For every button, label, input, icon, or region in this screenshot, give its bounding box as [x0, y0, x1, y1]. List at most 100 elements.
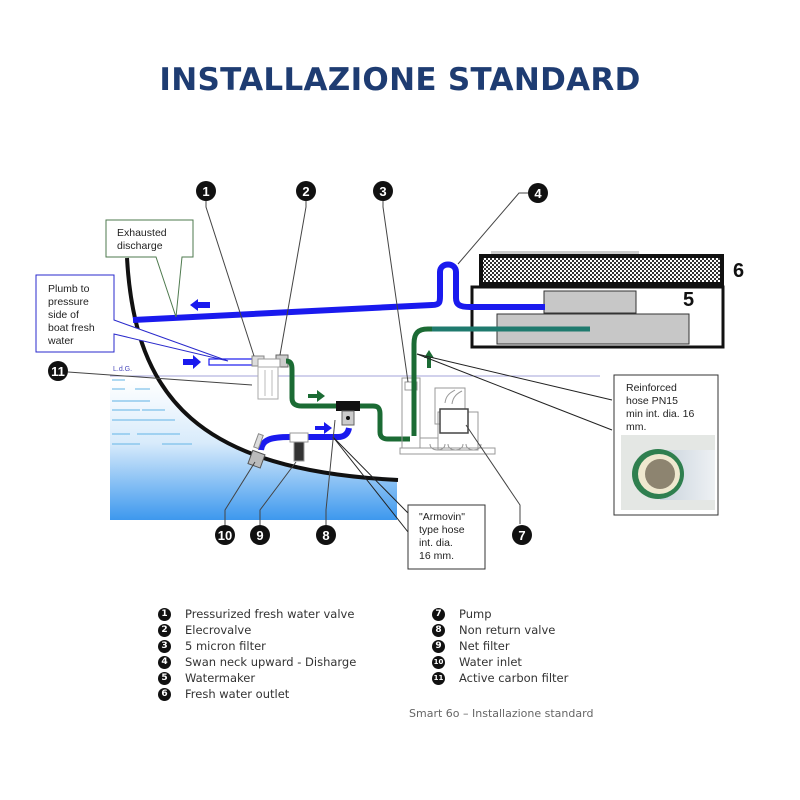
badge-10: 10 [215, 525, 235, 545]
legend-number: 3 [158, 639, 171, 653]
badge-3: 3 [373, 181, 393, 201]
callout-armovin: "Armovin" type hose int. dia. 16 mm. [332, 436, 486, 570]
legend-number: 10 [432, 655, 445, 669]
legend-left: 1 Pressurized fresh water valve 2 Elecrova… [158, 606, 356, 702]
svg-text:int. dia.: int. dia. [419, 537, 453, 549]
legend-label: Pump [459, 607, 492, 621]
svg-text:side of: side of [48, 309, 79, 321]
legend-item: 6 Fresh water outlet [158, 686, 356, 702]
svg-text:water: water [47, 335, 74, 347]
water-ripples [112, 379, 192, 445]
legend-number: 8 [432, 623, 445, 637]
installation-diagram: L.d.G. 5 6 [35, 181, 744, 570]
callout-reinforced-hose: Reinforced hose PN15 min int. dia. 16 mm… [416, 353, 719, 516]
hull-interior [128, 258, 398, 478]
legend-item: 1 Pressurized fresh water valve [158, 606, 356, 622]
leader-lines [67, 192, 528, 525]
legend-item: 5 Watermaker [158, 670, 356, 686]
svg-text:2: 2 [302, 184, 309, 199]
freshwater-line [285, 358, 410, 442]
legend-number: 6 [158, 687, 171, 701]
svg-text:1: 1 [202, 184, 209, 199]
svg-text:discharge: discharge [117, 240, 163, 252]
legend-number: 5 [158, 671, 171, 685]
page-title: INSTALLAZIONE STANDARD [159, 62, 641, 98]
image-caption: Smart 6o – Installazione standard [409, 707, 594, 720]
membrane-upper [543, 290, 637, 314]
legend-item: 8 Non return valve [432, 622, 568, 638]
fresh-water-outlet [479, 254, 724, 286]
feed-line [411, 326, 590, 436]
discharge-arrow-icon [190, 299, 210, 311]
svg-text:16 mm.: 16 mm. [419, 550, 454, 562]
badge-11: 11 [48, 361, 68, 381]
legend-item: 3 5 micron filter [158, 638, 356, 654]
legend-number: 7 [432, 607, 445, 621]
non-return-valve-tee [336, 401, 360, 411]
legend-label: 5 micron filter [185, 639, 266, 653]
svg-text:11: 11 [51, 364, 65, 379]
legend-number: 1 [158, 607, 171, 621]
svg-text:Exhausted: Exhausted [117, 227, 167, 239]
legend-label: Fresh water outlet [185, 687, 290, 701]
svg-text:Plumb to: Plumb to [48, 283, 90, 295]
seawater-inlet-pipe [258, 427, 352, 451]
fresh-water-inlet [208, 358, 258, 366]
svg-text:mm.: mm. [626, 421, 646, 433]
svg-text:pressure: pressure [48, 296, 89, 308]
net-filter-head [289, 432, 309, 443]
legend-number: 11 [432, 671, 445, 685]
discharge-pipe [132, 261, 545, 323]
svg-text:7: 7 [518, 528, 525, 543]
carbon-filter-body [257, 366, 279, 400]
svg-text:4: 4 [534, 186, 542, 201]
fresh-water-outlet-number: 6 [733, 260, 744, 282]
legend-label: Elecrovalve [185, 623, 252, 637]
badge-4: 4 [528, 183, 548, 203]
watermaker-number: 5 [683, 289, 694, 311]
seawater-arrow-icon [315, 422, 332, 434]
legend-label: Non return valve [459, 623, 556, 637]
svg-text:10: 10 [218, 528, 232, 543]
legend-item: 11 Active carbon filter [432, 670, 568, 686]
boat-hull [125, 257, 399, 482]
badge-2: 2 [296, 181, 316, 201]
svg-text:9: 9 [256, 528, 263, 543]
svg-text:hose PN15: hose PN15 [626, 395, 678, 407]
badge-9: 9 [250, 525, 270, 545]
svg-text:boat fresh: boat fresh [48, 322, 95, 334]
badge-1: 1 [196, 181, 216, 201]
carbon-filter-head [257, 358, 281, 368]
fresh-water-outlet-top [491, 251, 639, 254]
svg-text:"Armovin": "Armovin" [419, 511, 465, 523]
svg-text:type hose: type hose [419, 524, 465, 536]
svg-text:3: 3 [379, 184, 386, 199]
legend-number: 4 [158, 655, 171, 669]
legend-label: Watermaker [185, 671, 256, 685]
pump [439, 408, 469, 434]
svg-text:Reinforced: Reinforced [626, 382, 677, 394]
pump-assembly [399, 377, 496, 455]
legend-item: 9 Net filter [432, 638, 568, 654]
legend-item: 7 Pump [432, 606, 568, 622]
legend-item: 4 Swan neck upward - Disharge [158, 654, 356, 670]
legend-number: 2 [158, 623, 171, 637]
net-filter-body [293, 441, 305, 462]
water-inlet-valve [247, 449, 266, 469]
callout-plumb: Plumb to pressure side of boat fresh wat… [35, 274, 229, 362]
inlet-arrow-icon [183, 355, 201, 369]
legend-label: Pressurized fresh water valve [185, 607, 355, 621]
waterline-label: L.d.G. [113, 366, 132, 373]
freshwater-arrow-icon [308, 390, 325, 402]
legend-label: Active carbon filter [459, 671, 569, 685]
svg-text:min int. dia. 16: min int. dia. 16 [626, 408, 694, 420]
callout-exhausted-discharge: Exhausted discharge [105, 219, 194, 318]
legend-label: Net filter [459, 639, 510, 653]
legend-label: Swan neck upward - Disharge [185, 655, 357, 669]
legend-item: 2 Elecrovalve [158, 622, 356, 638]
legend-number: 9 [432, 639, 445, 653]
svg-text:8: 8 [322, 528, 329, 543]
badge-7: 7 [512, 525, 532, 545]
